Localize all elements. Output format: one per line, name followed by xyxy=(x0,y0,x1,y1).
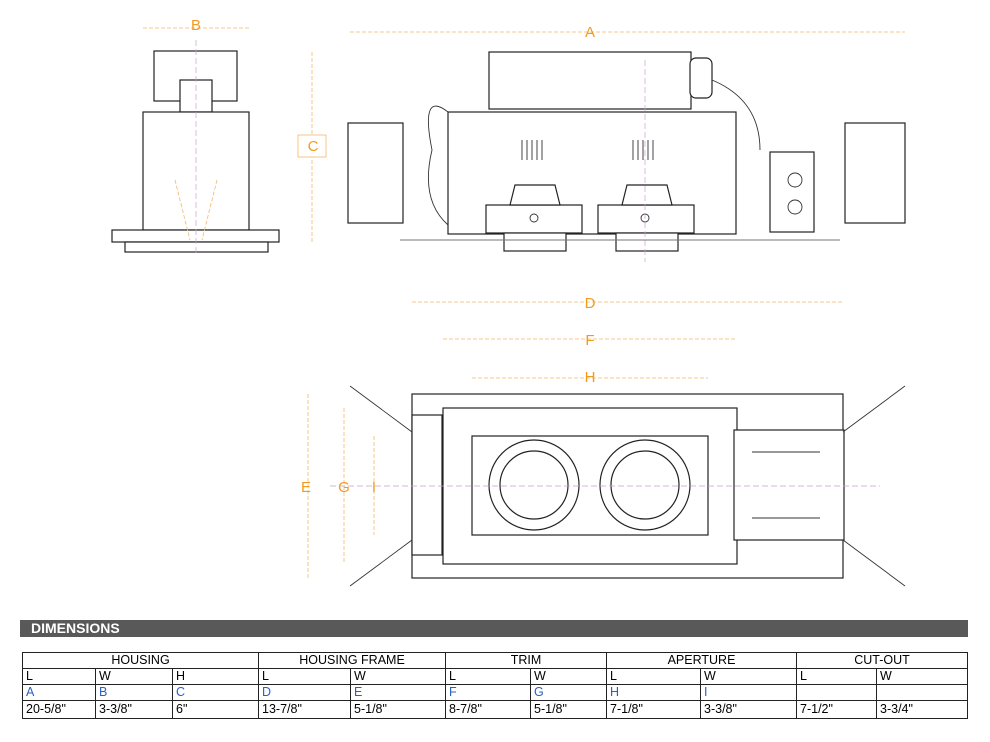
label-e: E xyxy=(301,479,311,496)
group-housing: HOUSING xyxy=(22,652,259,669)
subheader: L xyxy=(445,668,531,685)
subheader: L xyxy=(796,668,877,685)
label-i: I xyxy=(372,479,376,496)
label-d: D xyxy=(585,295,596,312)
letter xyxy=(876,684,968,701)
subheader: W xyxy=(876,668,968,685)
value: 3-3/8" xyxy=(700,700,797,719)
group-trim: TRIM xyxy=(445,652,607,669)
label-g: G xyxy=(338,479,350,496)
label-c: C xyxy=(308,138,319,155)
letter: E xyxy=(350,684,446,701)
value: 3-3/8" xyxy=(95,700,173,719)
subheader: L xyxy=(606,668,701,685)
subheader: L xyxy=(258,668,351,685)
value: 20-5/8" xyxy=(22,700,96,719)
subheader: H xyxy=(172,668,259,685)
value: 5-1/8" xyxy=(530,700,607,719)
letter xyxy=(796,684,877,701)
subheader: L xyxy=(22,668,96,685)
label-b: B xyxy=(191,17,201,34)
label-f: F xyxy=(585,332,594,349)
dimensions-header: DIMENSIONS xyxy=(20,620,968,637)
letter: G xyxy=(530,684,607,701)
value: 6" xyxy=(172,700,259,719)
front-view: A C xyxy=(297,24,906,262)
label-h: H xyxy=(585,369,596,386)
letter: I xyxy=(700,684,797,701)
value: 13-7/8" xyxy=(258,700,351,719)
subheader: W xyxy=(95,668,173,685)
group-cut-out: CUT-OUT xyxy=(796,652,968,669)
subheader-row: L W H L W L W L W L W xyxy=(22,668,968,685)
letter: C xyxy=(172,684,259,701)
letter: F xyxy=(445,684,531,701)
group-row: HOUSING HOUSING FRAME TRIM APERTURE CUT-… xyxy=(22,652,968,669)
group-aperture: APERTURE xyxy=(606,652,797,669)
value-row: 20-5/8" 3-3/8" 6" 13-7/8" 5-1/8" 8-7/8" … xyxy=(22,700,968,719)
value: 8-7/8" xyxy=(445,700,531,719)
subheader: W xyxy=(530,668,607,685)
letter: A xyxy=(22,684,96,701)
value: 7-1/8" xyxy=(606,700,701,719)
value: 5-1/8" xyxy=(350,700,446,719)
letter-row: A B C D E F G H I xyxy=(22,684,968,701)
subheader: W xyxy=(350,668,446,685)
label-a: A xyxy=(585,24,595,41)
value: 3-3/4" xyxy=(876,700,968,719)
dimensions-table: HOUSING HOUSING FRAME TRIM APERTURE CUT-… xyxy=(22,652,968,719)
group-housing-frame: HOUSING FRAME xyxy=(258,652,446,669)
letter: H xyxy=(606,684,701,701)
subheader: W xyxy=(700,668,797,685)
top-view: D F H E G I xyxy=(301,295,906,587)
side-view: B xyxy=(111,17,280,255)
letter: B xyxy=(95,684,173,701)
letter: D xyxy=(258,684,351,701)
value: 7-1/2" xyxy=(796,700,877,719)
